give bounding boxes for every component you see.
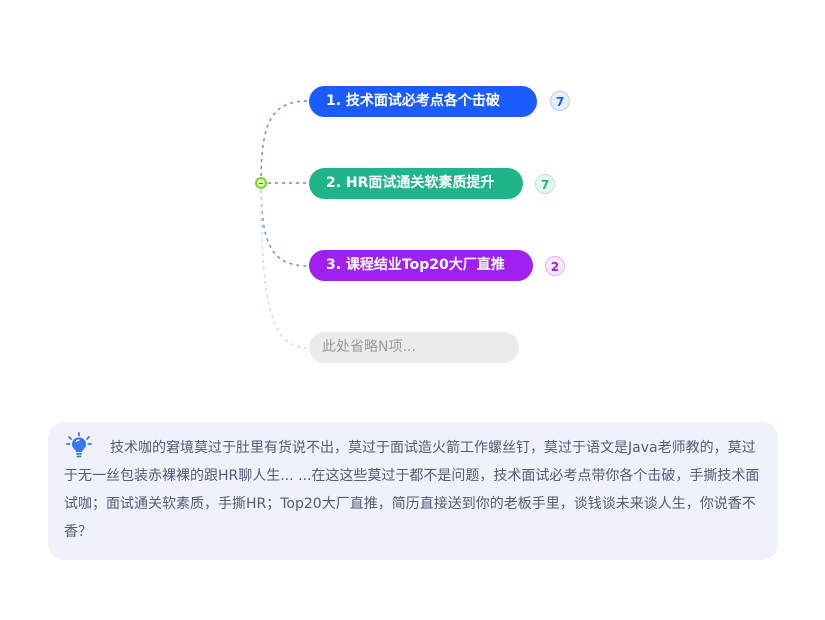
branch-count-badge-1[interactable]: 7 — [550, 91, 570, 111]
omitted-items-node[interactable]: 此处省略N项... — [309, 332, 519, 363]
branch-node-3[interactable]: 3. 课程结业Top20大厂直推 — [309, 250, 533, 281]
branch-node-1[interactable]: 1. 技术面试必考点各个击破 — [309, 86, 537, 117]
tip-callout: 技术咖的窘境莫过于肚里有货说不出，莫过于面试造火箭工作螺丝钉，莫过于语文是Jav… — [48, 422, 778, 560]
connector-omitted — [260, 182, 310, 349]
connector-3 — [260, 182, 310, 267]
branch-count-badge-2[interactable]: 7 — [535, 174, 555, 194]
branch-count-badge-3[interactable]: 2 — [545, 256, 565, 276]
branch-node-2[interactable]: 2. HR面试通关软素质提升 — [309, 168, 523, 199]
lightbulb-icon — [66, 432, 92, 458]
root-node[interactable] — [255, 177, 267, 189]
tip-text: 技术咖的窘境莫过于肚里有货说不出，莫过于面试造火箭工作螺丝钉，莫过于语文是Jav… — [64, 440, 760, 540]
connector-1 — [260, 100, 310, 184]
